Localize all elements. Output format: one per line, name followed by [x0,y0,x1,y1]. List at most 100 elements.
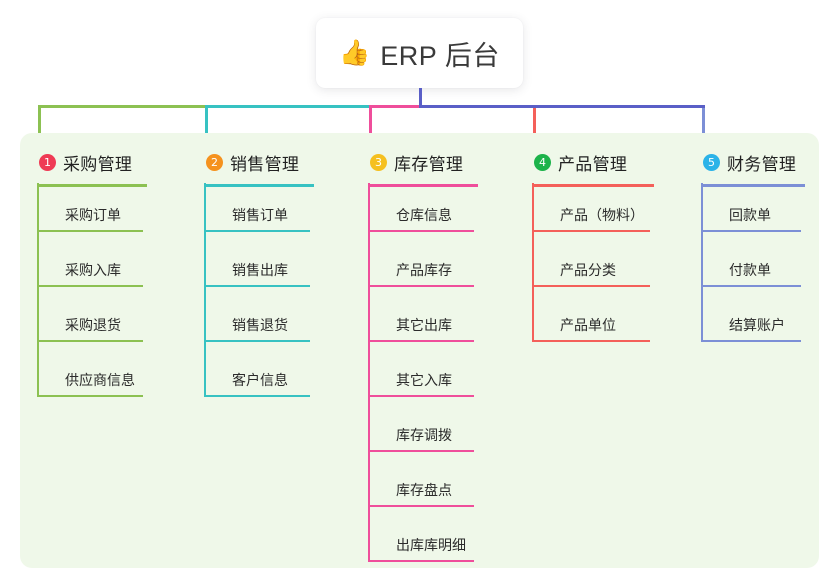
leaf-item-rule [368,450,474,452]
column-header-1[interactable]: 1 采购管理 [37,147,132,177]
leaf-item-label: 仓库信息 [396,207,452,223]
leaf-item[interactable]: 其它出库 [368,315,474,342]
leaf-item-rule [368,285,474,287]
leaf-item[interactable]: 销售出库 [204,260,310,287]
leaf-item-rule [37,340,143,342]
leaf-item[interactable]: 销售退货 [204,315,310,342]
leaf-item-label: 产品单位 [560,317,616,333]
leaf-item-label: 产品库存 [396,262,452,278]
column-stub-3-overlay [369,108,372,152]
leaf-item-rule [701,285,801,287]
column-header-2[interactable]: 2 销售管理 [204,147,299,177]
column-badge-1: 1 [39,153,56,171]
diagram-panel: 1 采购管理采购订单采购入库采购退货供应商信息 2 销售管理销售订单销售出库销售退货客… [20,133,819,568]
leaf-item-rule [204,340,310,342]
leaf-item-rule [204,395,310,397]
bus-segment-3 [369,105,422,108]
column-rail-3 [368,183,370,562]
column-rail-4 [532,183,534,342]
leaf-item-rule [532,340,650,342]
leaf-item[interactable]: 库存调拨 [368,425,474,452]
column-title-4: 产品管理 [558,154,628,174]
leaf-item[interactable]: 采购订单 [37,205,143,232]
leaf-item[interactable]: 其它入库 [368,370,474,397]
leaf-item[interactable]: 产品单位 [532,315,650,342]
leaf-item-rule [701,230,801,232]
leaf-item-rule [701,340,801,342]
leaf-item[interactable]: 付款单 [701,260,801,287]
leaf-item-label: 库存盘点 [396,482,452,498]
column-header-rule-2 [204,184,314,187]
column-header-rule-3 [368,184,478,187]
column-rail-1 [37,183,39,397]
leaf-item-rule [37,230,143,232]
bus-segment-2 [205,105,372,108]
leaf-item[interactable]: 供应商信息 [37,370,143,397]
column-rail-2 [204,183,206,397]
leaf-item[interactable]: 产品（物料） [532,205,650,232]
bus-segment-right [419,105,705,108]
column-rail-5 [701,183,703,342]
leaf-item-rule [368,560,474,562]
leaf-item-label: 产品分类 [560,262,616,278]
leaf-item[interactable]: 出库库明细 [368,535,474,562]
leaf-item-label: 库存调拨 [396,427,452,443]
leaf-item[interactable]: 客户信息 [204,370,310,397]
leaf-item-label: 出库库明细 [396,537,466,553]
column-title-5: 财务管理 [727,154,797,174]
column-header-rule-5 [701,184,805,187]
leaf-item-rule [532,285,650,287]
leaf-item-label: 付款单 [729,262,771,278]
column-header-5[interactable]: 5 财务管理 [701,147,796,177]
leaf-item-label: 回款单 [729,207,771,223]
leaf-item-label: 销售退货 [232,317,288,333]
leaf-item-label: 其它入库 [396,372,452,388]
leaf-item-rule [204,285,310,287]
leaf-item-label: 产品（物料） [560,207,644,223]
column-stub-1 [38,105,41,152]
leaf-item-rule [37,395,143,397]
leaf-item[interactable]: 采购退货 [37,315,143,342]
column-stub-2 [205,105,208,152]
leaf-item[interactable]: 产品分类 [532,260,650,287]
leaf-item-rule [37,285,143,287]
leaf-item[interactable]: 仓库信息 [368,205,474,232]
column-header-3[interactable]: 3 库存管理 [368,147,463,177]
leaf-item[interactable]: 回款单 [701,205,801,232]
leaf-item[interactable]: 产品库存 [368,260,474,287]
column-badge-2: 2 [206,153,223,171]
column-badge-4: 4 [534,153,551,171]
column-badge-3: 3 [370,153,387,171]
column-title-1: 采购管理 [63,154,133,174]
column-badge-5: 5 [703,153,720,171]
column-title-3: 库存管理 [394,154,464,174]
column-stub-5 [702,105,705,152]
leaf-item-rule [204,230,310,232]
column-title-2: 销售管理 [230,154,300,174]
leaf-item-label: 其它出库 [396,317,452,333]
root-drop-line [419,88,422,108]
column-header-rule-1 [37,184,147,187]
leaf-item[interactable]: 采购入库 [37,260,143,287]
leaf-item[interactable]: 库存盘点 [368,480,474,507]
bus-segment-1 [38,105,208,108]
column-stub-4 [533,105,536,152]
leaf-item-label: 销售订单 [232,207,288,223]
leaf-item-label: 销售出库 [232,262,288,278]
leaf-item[interactable]: 销售订单 [204,205,310,232]
leaf-item-label: 采购退货 [65,317,121,333]
root-node-card[interactable]: 👍 ERP 后台 [316,18,523,88]
root-node-title: ERP 后台 [380,40,500,71]
leaf-item-rule [532,230,650,232]
leaf-item-label: 客户信息 [232,372,288,388]
column-header-rule-4 [532,184,654,187]
leaf-item-label: 采购订单 [65,207,121,223]
column-header-4[interactable]: 4 产品管理 [532,147,627,177]
leaf-item[interactable]: 结算账户 [701,315,801,342]
leaf-item-rule [368,230,474,232]
leaf-item-rule [368,395,474,397]
leaf-item-label: 采购入库 [65,262,121,278]
leaf-item-rule [368,505,474,507]
leaf-item-label: 供应商信息 [65,372,135,388]
thumbs-up-icon: 👍 [339,38,371,67]
